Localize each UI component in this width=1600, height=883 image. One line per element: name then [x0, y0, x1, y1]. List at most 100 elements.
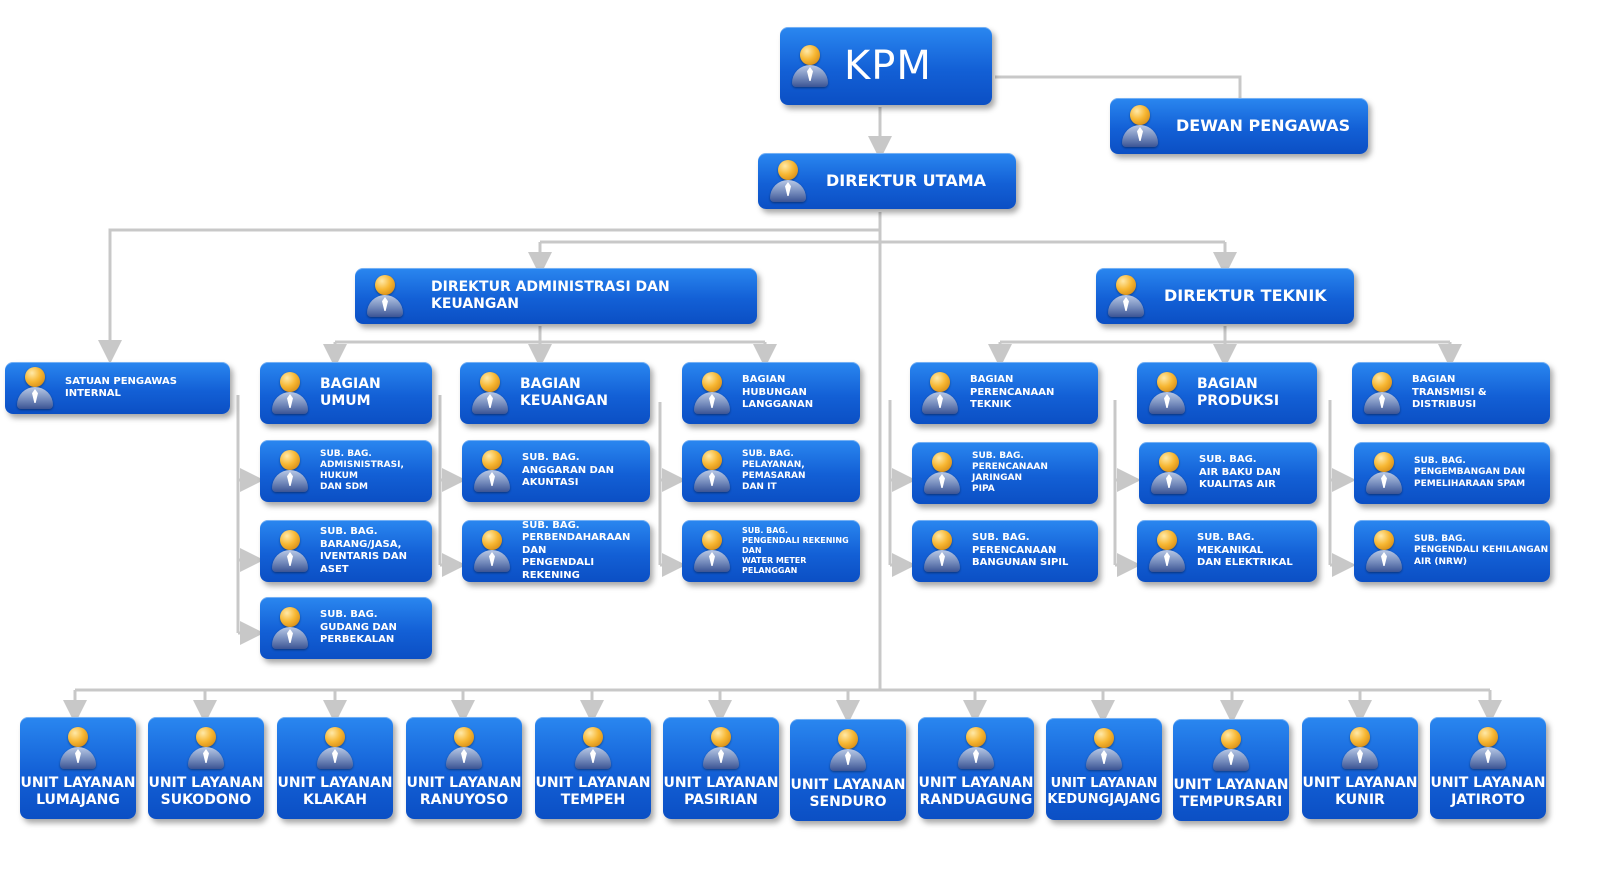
node-label: UNIT LAYANAN KLAKAH — [277, 775, 393, 808]
node-unit-layanan[interactable]: UNIT LAYANAN KUNIR — [1302, 717, 1418, 819]
person-icon — [828, 727, 868, 771]
node-label: DIREKTUR UTAMA — [826, 171, 987, 190]
line-spi — [98, 228, 880, 364]
node-subbag-mekanikal[interactable]: SUB. BAG. MEKANIKAL DAN ELEKTRIKAL — [1137, 520, 1317, 582]
node-label: BAGIAN PERENCANAAN TEKNIK — [970, 374, 1055, 411]
node-direktur-teknik[interactable]: DIREKTUR TEKNIK — [1096, 268, 1354, 324]
person-icon — [701, 725, 741, 769]
person-icon — [1468, 725, 1508, 769]
person-icon — [573, 725, 613, 769]
node-label: UNIT LAYANAN SUKODONO — [148, 775, 264, 808]
person-icon — [270, 370, 310, 416]
node-label: BAGIAN KEUANGAN — [520, 375, 608, 410]
node-subbag-air-baku[interactable]: SUB. BAG. AIR BAKU DAN KUALITAS AIR — [1139, 442, 1317, 504]
node-satuan-pengawas-internal[interactable]: SATUAN PENGAWAS INTERNAL — [5, 362, 230, 414]
node-direktur-admin[interactable]: DIREKTUR ADMINISTRASI DAN KEUANGAN — [355, 268, 757, 324]
node-label: SUB. BAG. AIR BAKU DAN KUALITAS AIR — [1199, 454, 1281, 491]
node-label: SUB. BAG. ANGGARAN DAN AKUNTASI — [522, 452, 614, 489]
node-label: SUB. BAG. PENGENDALI KEHILANGAN AIR (NRW… — [1414, 534, 1549, 567]
node-label: SUB. BAG. PELAYANAN, PEMASARAN DAN IT — [742, 448, 806, 493]
person-icon — [186, 725, 226, 769]
node-label: BAGIAN PRODUKSI — [1197, 375, 1280, 410]
person-icon — [790, 43, 830, 89]
person-icon — [922, 450, 962, 496]
node-label: SUB. BAG. ADMISNISTRASI, HUKUM DAN SDM — [320, 448, 404, 493]
node-unit-layanan[interactable]: UNIT LAYANAN SUKODONO — [148, 717, 264, 819]
node-label: UNIT LAYANAN LUMAJANG — [20, 775, 136, 808]
node-label: DIREKTUR TEKNIK — [1164, 286, 1327, 305]
node-label: UNIT LAYANAN KUNIR — [1302, 775, 1418, 808]
node-label: SUB. BAG. PERBENDAHARAAN DAN PENGENDALI … — [522, 519, 631, 581]
node-subbag-gudang[interactable]: SUB. BAG. GUDANG DAN PERBEKALAN — [260, 597, 432, 659]
node-unit-layanan[interactable]: UNIT LAYANAN RANDUAGUNG — [918, 717, 1034, 819]
node-subbag-pelayanan[interactable]: SUB. BAG. PELAYANAN, PEMASARAN DAN IT — [682, 440, 860, 502]
person-icon — [470, 370, 510, 416]
node-subbag-perbendaharaan[interactable]: SUB. BAG. PERBENDAHARAAN DAN PENGENDALI … — [462, 520, 650, 582]
person-icon — [1149, 450, 1189, 496]
line-admin-bagian — [335, 326, 765, 344]
node-unit-layanan[interactable]: UNIT LAYANAN JATIROTO — [1430, 717, 1546, 819]
person-icon — [472, 448, 512, 494]
person-icon — [270, 448, 310, 494]
node-label: BAGIAN HUBUNGAN LANGGANAN — [742, 374, 814, 411]
node-label: UNIT LAYANAN JATIROTO — [1430, 775, 1546, 808]
node-unit-layanan[interactable]: UNIT LAYANAN TEMPEH — [535, 717, 651, 819]
node-unit-layanan[interactable]: UNIT LAYANAN LUMAJANG — [20, 717, 136, 819]
person-icon — [768, 158, 808, 204]
person-icon — [692, 528, 732, 574]
node-bagian-umum[interactable]: BAGIAN UMUM — [260, 362, 432, 424]
node-label: DIREKTUR ADMINISTRASI DAN KEUANGAN — [431, 278, 670, 313]
node-label: KPM — [844, 43, 932, 89]
node-subbag-jaringan-pipa[interactable]: SUB. BAG. PERENCANAAN JARINGAN PIPA — [912, 442, 1098, 504]
person-icon — [922, 528, 962, 574]
node-label: SUB. BAG. GUDANG DAN PERBEKALAN — [320, 609, 397, 646]
node-label: DEWAN PENGAWAS — [1176, 116, 1351, 135]
node-subbag-nrw[interactable]: SUB. BAG. PENGENDALI KEHILANGAN AIR (NRW… — [1354, 520, 1550, 582]
node-bagian-hublang[interactable]: BAGIAN HUBUNGAN LANGGANAN — [682, 362, 860, 424]
node-label: UNIT LAYANAN SENDURO — [790, 777, 906, 810]
node-subbag-anggaran[interactable]: SUB. BAG. ANGGARAN DAN AKUNTASI — [462, 440, 650, 502]
node-subbag-pengembangan-spam[interactable]: SUB. BAG. PENGEMBANGAN DAN PEMELIHARAAN … — [1354, 442, 1550, 504]
node-dewan-pengawas[interactable]: DEWAN PENGAWAS — [1110, 98, 1368, 154]
person-icon — [15, 365, 55, 411]
node-unit-layanan[interactable]: UNIT LAYANAN KLAKAH — [277, 717, 393, 819]
node-subbag-bangunan-sipil[interactable]: SUB. BAG. PERENCANAAN BANGUNAN SIPIL — [912, 520, 1098, 582]
person-icon — [1362, 370, 1402, 416]
node-bagian-transmisi[interactable]: BAGIAN TRANSMISI & DISTRIBUSI — [1352, 362, 1550, 424]
person-icon — [692, 448, 732, 494]
node-bagian-perencanaan[interactable]: BAGIAN PERENCANAAN TEKNIK — [910, 362, 1098, 424]
node-label: UNIT LAYANAN TEMPEH — [535, 775, 651, 808]
node-label: BAGIAN TRANSMISI & DISTRIBUSI — [1412, 374, 1487, 411]
person-icon — [1084, 726, 1124, 770]
person-icon — [1147, 370, 1187, 416]
node-bagian-keuangan[interactable]: BAGIAN KEUANGAN — [460, 362, 650, 424]
node-label: UNIT LAYANAN RANDUAGUNG — [918, 775, 1034, 808]
node-bagian-produksi[interactable]: BAGIAN PRODUKSI — [1137, 362, 1317, 424]
person-icon — [1106, 273, 1146, 319]
node-unit-layanan[interactable]: UNIT LAYANAN RANUYOSO — [406, 717, 522, 819]
node-kpm[interactable]: KPM — [780, 27, 992, 105]
node-unit-layanan[interactable]: UNIT LAYANAN PASIRIAN — [663, 717, 779, 819]
person-icon — [1340, 725, 1380, 769]
node-subbag-pengendali-rekening[interactable]: SUB. BAG. PENGENDALI REKENING DAN WATER … — [682, 520, 860, 582]
person-icon — [1364, 528, 1404, 574]
person-icon — [1211, 727, 1251, 771]
node-direktur-utama[interactable]: DIREKTUR UTAMA — [758, 153, 1016, 209]
node-unit-layanan[interactable]: UNIT LAYANAN TEMPURSARI — [1173, 719, 1289, 821]
node-unit-layanan[interactable]: UNIT LAYANAN KEDUNGJAJANG — [1046, 718, 1162, 820]
line-kpm-dewan — [995, 75, 1242, 98]
node-label: SUB. BAG. PERENCANAAN JARINGAN PIPA — [972, 450, 1048, 495]
person-icon — [270, 605, 310, 651]
node-subbag-barang-jasa[interactable]: SUB. BAG. BARANG/JASA, IVENTARIS DAN ASE… — [260, 520, 432, 582]
node-label: UNIT LAYANAN KEDUNGJAJANG — [1047, 776, 1161, 807]
person-icon — [1364, 450, 1404, 496]
person-icon — [692, 370, 732, 416]
node-label: SUB. BAG. PERENCANAAN BANGUNAN SIPIL — [972, 532, 1069, 569]
person-icon — [58, 725, 98, 769]
person-icon — [444, 725, 484, 769]
node-unit-layanan[interactable]: UNIT LAYANAN SENDURO — [790, 719, 906, 821]
node-label: SUB. BAG. MEKANIKAL DAN ELEKTRIKAL — [1197, 532, 1293, 569]
node-subbag-admin-hukum-sdm[interactable]: SUB. BAG. ADMISNISTRASI, HUKUM DAN SDM — [260, 440, 432, 502]
node-label: SATUAN PENGAWAS INTERNAL — [65, 375, 177, 400]
